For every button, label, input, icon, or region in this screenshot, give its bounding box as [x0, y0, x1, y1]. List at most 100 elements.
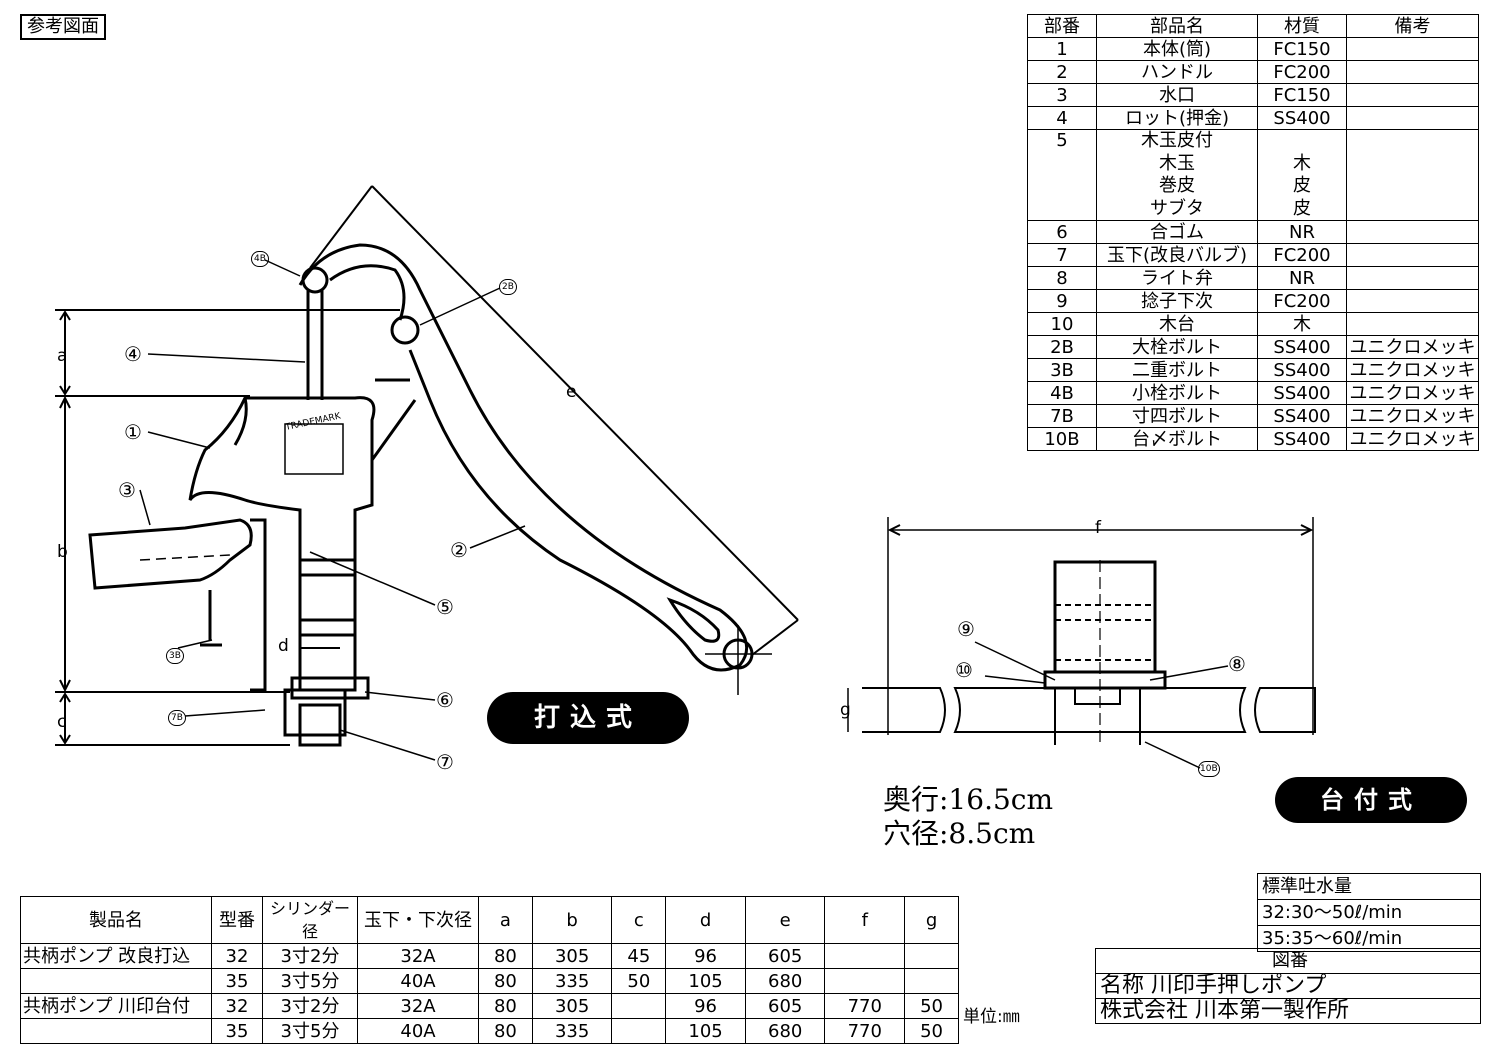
- spec-table: 製品名 型番 シリンダー径 玉下・下次径 a b c d e f g 共柄ポンプ…: [20, 896, 959, 1044]
- part-material: SS400: [1257, 427, 1347, 451]
- callout-9: ⑨: [957, 617, 975, 641]
- dimension-lines: [55, 185, 799, 746]
- part-name-group: 木玉皮付 木玉 巻皮 サブタ: [1096, 129, 1258, 221]
- val-e: 680: [744, 1018, 826, 1044]
- part-name: 木玉: [1159, 152, 1195, 174]
- val-d: 96: [665, 943, 746, 969]
- valve-diameter: 32A: [357, 993, 479, 1019]
- cylinder: 3寸2分: [262, 993, 358, 1019]
- trademark-text: TRADEMARK: [284, 411, 343, 433]
- part-note: ユニクロメッキ: [1346, 335, 1479, 359]
- part-name: ハンドル: [1096, 60, 1258, 84]
- part-material-group: 木 皮 皮: [1257, 129, 1347, 221]
- part-note: [1346, 220, 1479, 244]
- part-note: [1346, 266, 1479, 290]
- valve-diameter: 40A: [357, 1018, 479, 1044]
- val-f: [824, 968, 906, 994]
- callout-8: ⑧: [1228, 652, 1246, 676]
- depth-note: 奥行:16.5cm: [883, 783, 1054, 816]
- val-d: 96: [665, 993, 746, 1019]
- dim-label-a: a: [57, 346, 68, 366]
- model: 32: [211, 993, 263, 1019]
- val-b: 305: [531, 993, 613, 1019]
- part-name: サブタ: [1150, 197, 1204, 219]
- model: 32: [211, 943, 263, 969]
- hole-diameter-note: 穴径:8.5cm: [883, 817, 1036, 850]
- part-note: ユニクロメッキ: [1346, 358, 1479, 382]
- val-a: 80: [478, 993, 533, 1019]
- header-part-no: 部番: [1027, 14, 1097, 38]
- flow-rate-title: 標準吐水量: [1262, 876, 1352, 897]
- val-g: [904, 943, 959, 969]
- product-name: [20, 968, 212, 994]
- header-d: d: [665, 896, 746, 944]
- val-g: [904, 968, 959, 994]
- callout-1: ①: [124, 420, 142, 444]
- part-material: 皮: [1293, 175, 1311, 196]
- table-row: 6 合ゴム NR: [1027, 220, 1479, 244]
- val-e: 605: [744, 993, 826, 1019]
- val-g: 50: [904, 993, 959, 1019]
- callout-6: ⑥: [436, 688, 454, 712]
- part-note: ユニクロメッキ: [1346, 427, 1479, 451]
- callout-3: ③: [118, 478, 136, 502]
- table-row-part-5: 5 木玉皮付 木玉 巻皮 サブタ 木 皮 皮: [1027, 129, 1479, 221]
- part-name: 巻皮: [1159, 175, 1195, 196]
- val-g: 50: [904, 1018, 959, 1044]
- callout-2: ②: [450, 538, 468, 562]
- val-f: 770: [824, 993, 906, 1019]
- company-name: 株式会社 川本第一製作所: [1096, 998, 1480, 1023]
- table-row: 8 ライト弁 NR: [1027, 266, 1479, 290]
- val-e: 680: [744, 968, 826, 994]
- part-material: FC150: [1257, 37, 1347, 61]
- dim-label-b: b: [57, 542, 68, 562]
- header-c: c: [611, 896, 667, 944]
- val-a: 80: [478, 1018, 533, 1044]
- callout-5: ⑤: [436, 595, 454, 619]
- table-row: 4 ロット(押金) SS400: [1027, 106, 1479, 130]
- part-name: 捻子下次: [1096, 289, 1258, 313]
- dim-label-g: g: [840, 700, 851, 720]
- val-e: 605: [744, 943, 826, 969]
- stand-mount-drawing: [847, 517, 1316, 769]
- part-no: 9: [1027, 289, 1097, 313]
- header-cylinder: シリンダー径: [262, 896, 358, 944]
- product-name: 共柄ポンプ 川印台付: [20, 993, 212, 1019]
- part-name: 木玉皮付: [1141, 130, 1213, 151]
- val-b: 335: [531, 1018, 613, 1044]
- val-c: 50: [611, 968, 667, 994]
- val-c: [611, 1018, 667, 1044]
- header-material: 材質: [1257, 14, 1347, 38]
- part-no: 10: [1027, 312, 1097, 336]
- drawing-number-label: 図番: [1272, 950, 1308, 971]
- product-title: 名称 川印手押しポンプ: [1096, 973, 1480, 998]
- title-block: 図番 名称 川印手押しポンプ 株式会社 川本第一製作所: [1095, 948, 1481, 1024]
- valve-diameter: 32A: [357, 943, 479, 969]
- dim-label-c: c: [57, 712, 67, 732]
- part-note: [1346, 243, 1479, 267]
- pump-rod: [301, 266, 420, 400]
- flow-rate-32: 32:30～50ℓ/min: [1258, 899, 1480, 925]
- callout-4: ④: [124, 342, 142, 366]
- table-row: 10B 台〆ボルト SS400 ユニクロメッキ: [1027, 427, 1479, 451]
- table-row: 4B 小栓ボルト SS400 ユニクロメッキ: [1027, 381, 1479, 405]
- part-material: SS400: [1257, 335, 1347, 359]
- val-d: 105: [665, 1018, 746, 1044]
- table-row: 10 木台 木: [1027, 312, 1479, 336]
- flow-rate-35: 35:35～60ℓ/min: [1258, 925, 1480, 951]
- header-part-name: 部品名: [1096, 14, 1258, 38]
- callout-10: ⑩: [955, 658, 973, 682]
- part-no: 3: [1027, 83, 1097, 107]
- cylinder: 3寸5分: [262, 1018, 358, 1044]
- header-model: 型番: [211, 896, 263, 944]
- cylinder: 3寸5分: [262, 968, 358, 994]
- part-no: 5: [1027, 129, 1097, 221]
- val-a: 80: [478, 968, 533, 994]
- pump-spout: [88, 518, 267, 692]
- header-b: b: [531, 896, 613, 944]
- valve-diameter: 40A: [357, 968, 479, 994]
- part-no: 2B: [1027, 335, 1097, 359]
- unit-label: 単位:㎜: [963, 1007, 1020, 1027]
- parts-table-header: 部番 部品名 材質 備考: [1027, 14, 1479, 38]
